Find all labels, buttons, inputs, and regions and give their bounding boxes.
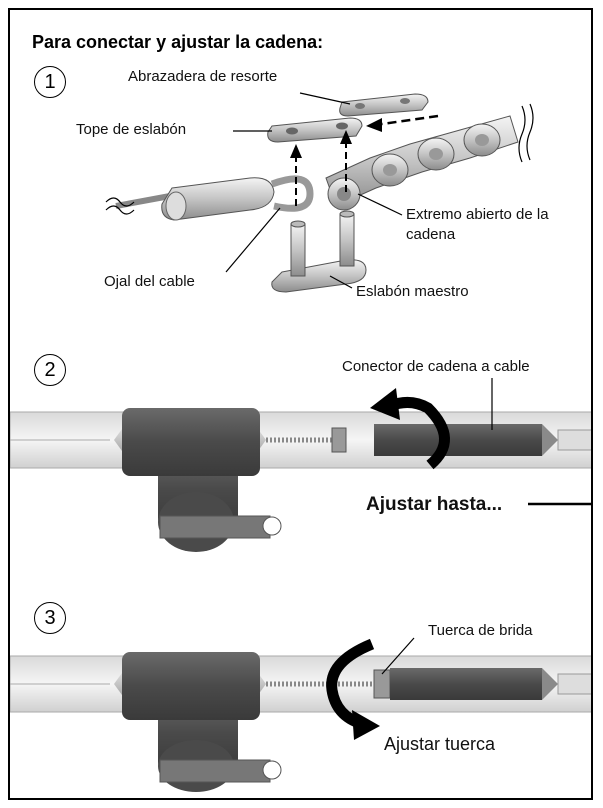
trolley-part-3 [114, 652, 282, 792]
step-number-2: 2 [34, 354, 66, 386]
label-adjust-until: Ajustar hasta... [366, 494, 503, 515]
nut-part [331, 427, 347, 453]
slide-arrow [381, 114, 439, 126]
rotate-arrow-3 [326, 638, 375, 730]
label-master-link: Eslabón maestro [356, 283, 469, 300]
label-cable-eyelet: Ojal del cable [104, 273, 195, 290]
label-link-stop: Tope de eslabón [76, 121, 187, 138]
rotate-arrow [387, 397, 450, 470]
cable-part [105, 175, 314, 221]
illustration-canvas [10, 92, 591, 792]
chain-part [325, 103, 534, 211]
step-number-1: 1 [34, 66, 66, 98]
slide-arrow-head [366, 118, 382, 132]
chain-cable-connector [374, 424, 542, 456]
label-adjust-nut: Ajustar tuerca [384, 734, 496, 754]
step1-illustration [105, 92, 534, 293]
master-link-part [271, 210, 367, 293]
step3-illustration [10, 637, 591, 792]
page-title: Para conectar y ajustar la cadena: [32, 32, 324, 52]
figure-frame: Para conectar y ajustar la cadena: 1 2 3… [8, 8, 593, 800]
label-open-chain-end-2: cadena [406, 226, 456, 243]
label-connector: Conector de cadena a cable [342, 358, 530, 375]
label-flange-nut: Tuerca de brida [428, 622, 533, 639]
flange-nut-part [373, 669, 391, 699]
link-stop-part [267, 117, 363, 143]
step2-illustration [10, 378, 591, 552]
label-spring-clip: Abrazadera de resorte [128, 68, 278, 85]
step-number-3: 3 [34, 602, 66, 634]
trolley-part [114, 408, 282, 552]
label-open-chain-end-1: Extremo abierto de la [406, 206, 549, 223]
spring-clip-part [339, 93, 429, 117]
